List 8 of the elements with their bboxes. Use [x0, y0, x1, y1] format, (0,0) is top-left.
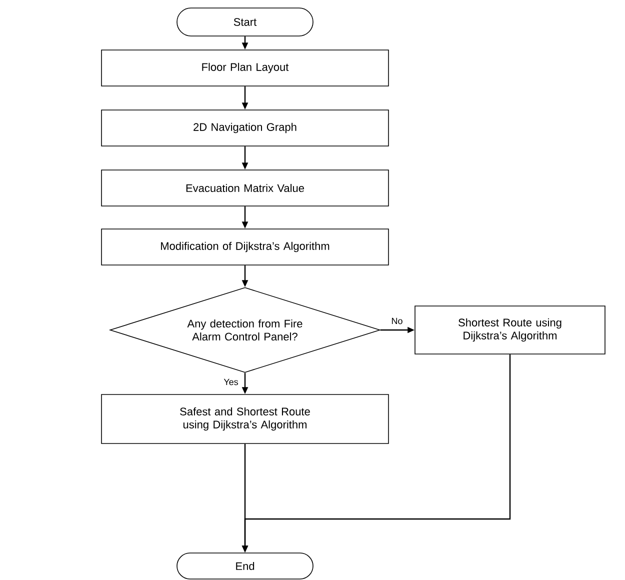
process-box: Safest and Shortest Route using Dijkstra’s Algorithm	[101, 394, 389, 444]
process-box: Shortest Route using Dijkstra’s Algorithm	[414, 306, 606, 354]
process-box: Evacuation Matrix Value	[101, 170, 389, 206]
edge-label: No	[390, 316, 404, 326]
edge-label: Yes	[222, 378, 240, 386]
process-box: Modification of Dijkstra’s Algorithm	[101, 228, 389, 266]
process-box: 2D Navigation Graph	[101, 110, 389, 146]
process-box: Floor Plan Layout	[101, 50, 389, 86]
